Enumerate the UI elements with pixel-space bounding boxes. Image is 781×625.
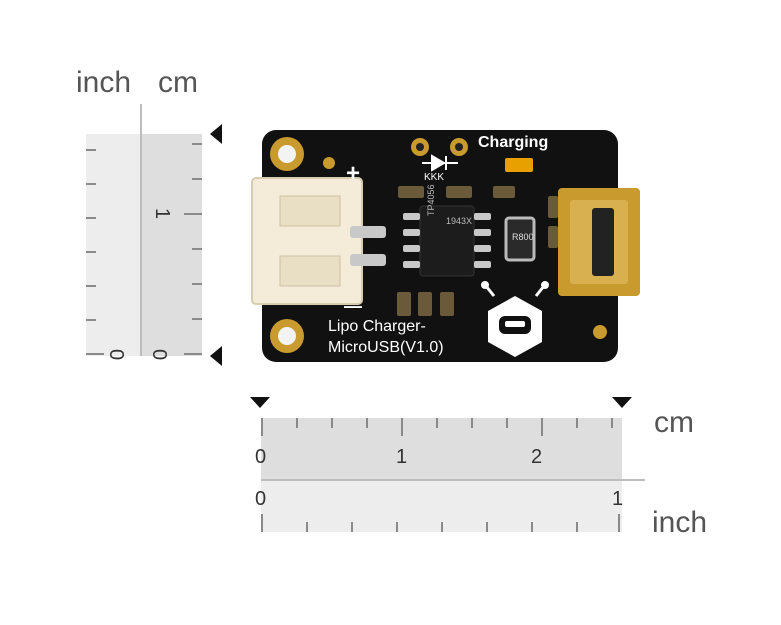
vertical-ruler-cm-label: cm — [158, 66, 198, 99]
inch-tick-1: 1 — [612, 488, 624, 510]
plus-sign: + — [346, 160, 361, 187]
diode-label: KKK — [424, 172, 445, 183]
charging-label: Charging — [478, 134, 549, 151]
cm-tick-2: 2 — [531, 446, 543, 468]
silkscreen-subtitle: MicroUSB(V1.0) — [328, 339, 444, 356]
resistor-text: R800 — [512, 232, 534, 242]
chip-text-2: 1943X — [446, 216, 473, 226]
silkscreen-title: Lipo Charger- — [328, 318, 426, 335]
horizontal-ruler-cm-ticks — [261, 418, 613, 436]
horizontal-ruler-inch-ticks — [261, 514, 620, 532]
horizontal-ruler-left-arrow — [250, 397, 270, 408]
diode-symbol — [422, 154, 458, 172]
horizontal-ruler-cm-strip — [261, 418, 622, 480]
vertical-ruler-inch-ticks — [86, 149, 104, 355]
charging-led — [505, 158, 533, 172]
charger-chip — [419, 205, 475, 277]
sense-resistor — [504, 216, 536, 262]
vertical-ruler-cm-strip — [141, 134, 202, 356]
vertical-ruler-cm-ticks — [184, 143, 202, 355]
robot-logo — [481, 281, 549, 357]
vertical-ruler-top-arrow — [210, 124, 222, 144]
vertical-ruler-bottom-arrow — [210, 346, 222, 366]
inch-tick-0: 0 — [255, 488, 267, 510]
cm-tick-0: 0 — [255, 446, 267, 468]
horizontal-ruler-cm-label: cm — [654, 406, 694, 439]
vertical-ruler-inch-label: inch — [76, 66, 132, 99]
horizontal-ruler-inch-label: inch — [652, 506, 708, 539]
minus-sign: — — [344, 296, 362, 316]
horizontal-ruler-right-arrow — [612, 397, 632, 408]
cm-tick-1: 1 — [396, 446, 408, 468]
